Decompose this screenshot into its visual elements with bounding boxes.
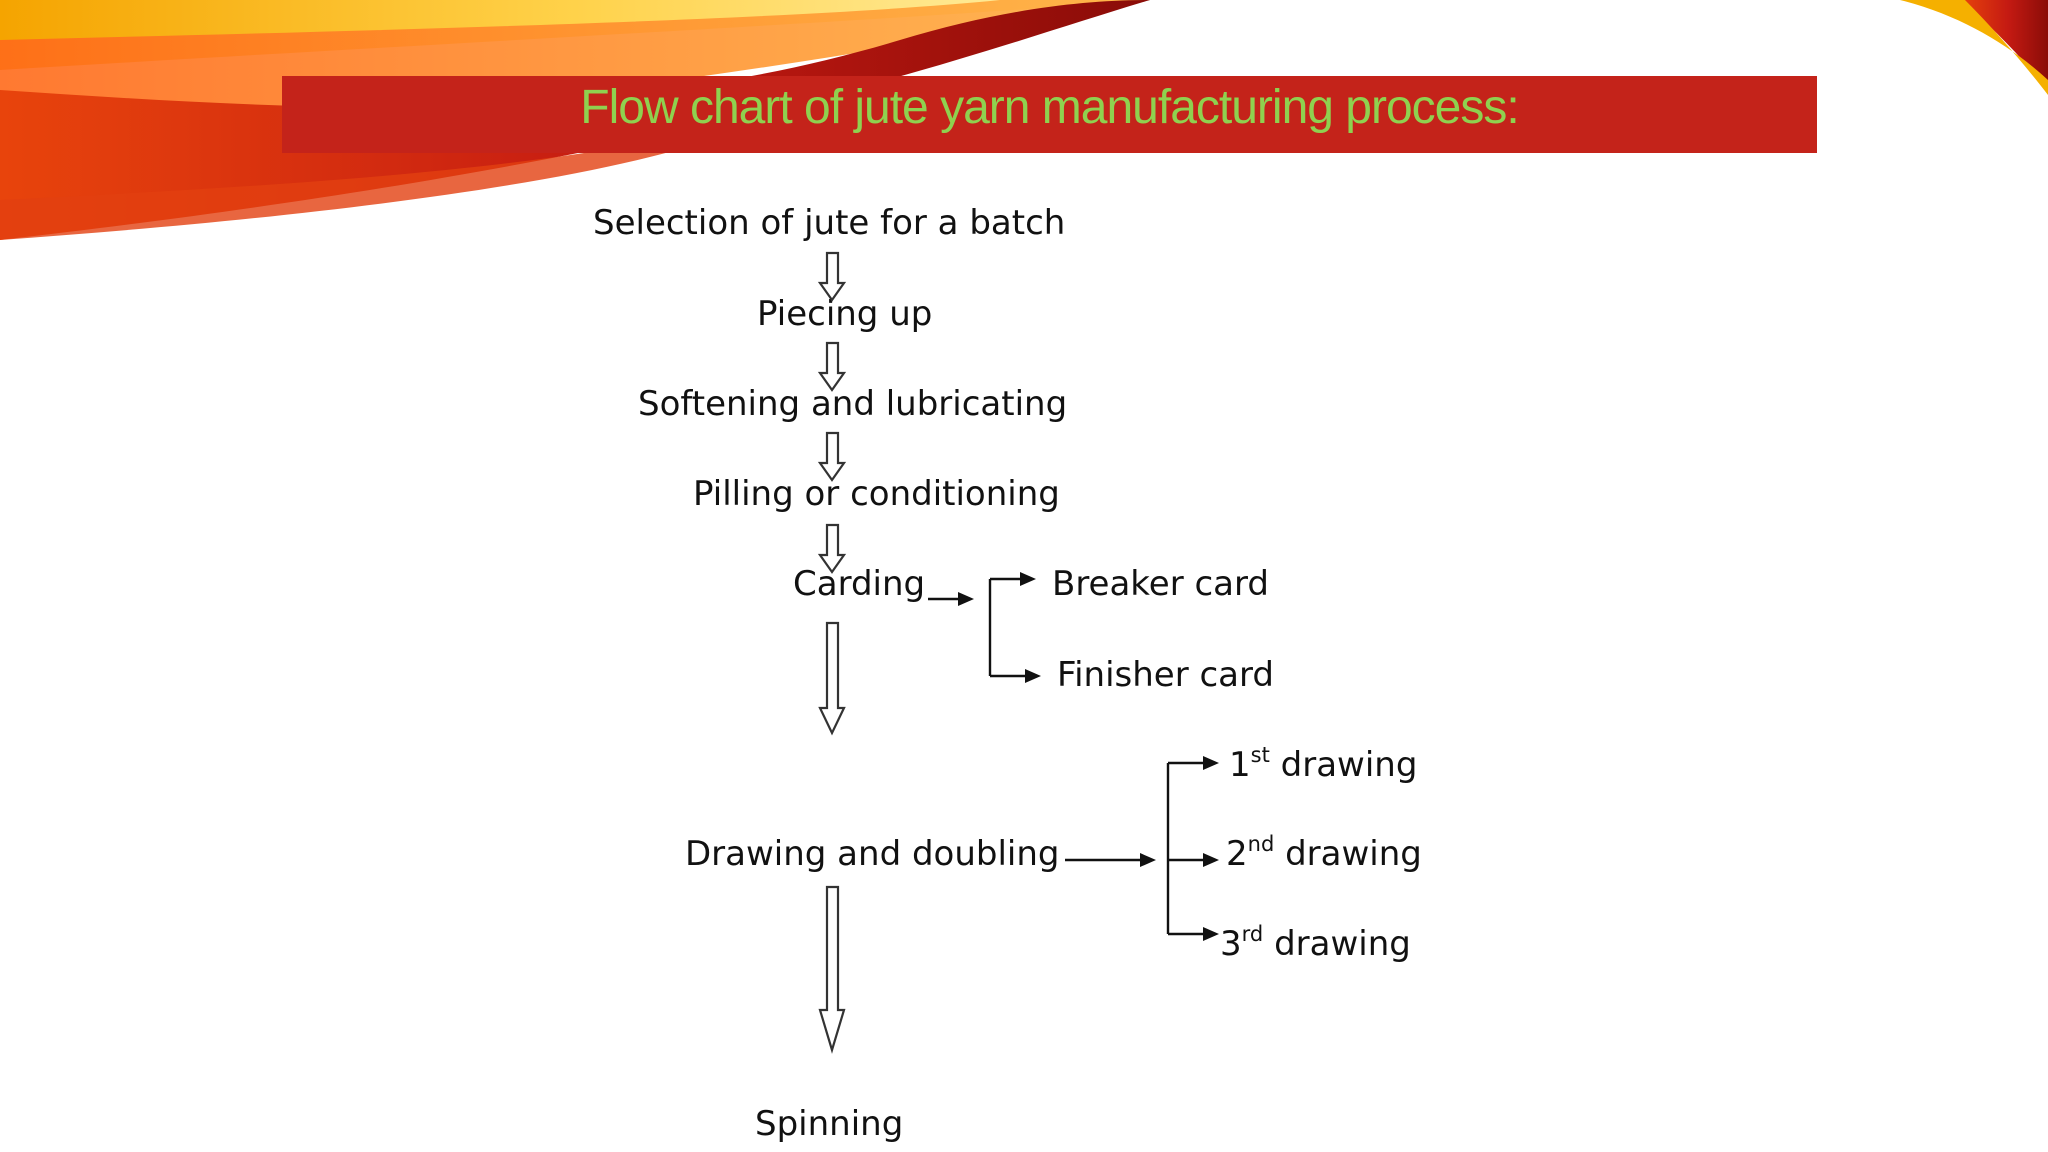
branch-drawing-3-suffix: rd (1241, 922, 1264, 946)
step-spinning: Spinning (755, 1104, 904, 1144)
step-carding: Carding (793, 564, 926, 604)
branch-drawing-2: 2nd drawing (1226, 834, 1422, 874)
branch-drawing-3-label: drawing (1274, 924, 1411, 964)
branch-drawing-3-num: 3 (1220, 924, 1242, 964)
branch-drawing-2-num: 2 (1226, 834, 1248, 874)
branch-drawing-2-label: drawing (1285, 834, 1422, 874)
step-selection: Selection of jute for a batch (593, 203, 1066, 243)
branch-finisher-card: Finisher card (1057, 655, 1274, 695)
step-piecing: Piecing up (757, 294, 933, 334)
step-softening: Softening and lubricating (638, 384, 1068, 424)
branch-drawing-1-num: 1 (1229, 745, 1251, 785)
page-title: Flow chart of jute yarn manufacturing pr… (580, 81, 1519, 134)
branch-breaker-card: Breaker card (1052, 564, 1269, 604)
step-pilling: Pilling or conditioning (693, 474, 1060, 514)
branch-drawing-1: 1st drawing (1229, 745, 1418, 785)
branch-drawing-3: 3rd drawing (1220, 924, 1411, 964)
branch-drawing-1-suffix: st (1250, 743, 1270, 767)
branch-drawing-2-suffix: nd (1247, 832, 1275, 856)
branch-drawing-1-label: drawing (1280, 745, 1418, 785)
title-banner: Flow chart of jute yarn manufacturing pr… (282, 76, 1817, 153)
step-drawing: Drawing and doubling (685, 834, 1060, 874)
